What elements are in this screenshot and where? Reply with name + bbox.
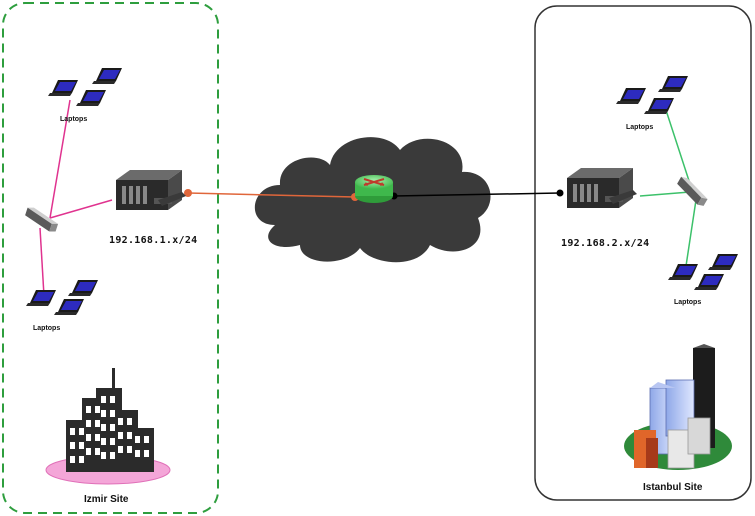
izmir-site-boundary: [2, 2, 219, 514]
laptop-icon: [26, 280, 98, 315]
izmir-laptops-bottom-label: Laptops: [33, 325, 61, 332]
laptop-icon: [668, 254, 738, 290]
izmir-lan-links: [39, 99, 113, 297]
laptop-icon: [616, 76, 688, 114]
izmir-subnet-label: 192.168.1.x/24: [109, 235, 198, 246]
wan-link-istanbul: [393, 192, 561, 197]
istanbul-site-boundary: [534, 5, 752, 501]
istanbul-site-label: Istanbul Site: [643, 482, 703, 493]
istanbul-laptops-top-label: Laptops: [626, 124, 654, 131]
laptop-icon: [48, 68, 122, 106]
switch-icon: [22, 205, 61, 234]
server-icon: [116, 170, 186, 210]
switch-icon: [673, 175, 712, 208]
router-icon: [355, 175, 393, 203]
istanbul-subnet-label: 192.168.2.x/24: [561, 238, 650, 249]
izmir-laptops-top-label: Laptops: [60, 116, 88, 123]
wan-link-izmir: [187, 192, 356, 198]
city-icon: [624, 344, 732, 470]
server-icon: [567, 168, 637, 208]
izmir-site-label: Izmir Site: [84, 494, 129, 505]
city-icon: [45, 368, 171, 485]
istanbul-laptops-bottom-label: Laptops: [674, 299, 702, 306]
istanbul-lan-links: [639, 103, 697, 267]
